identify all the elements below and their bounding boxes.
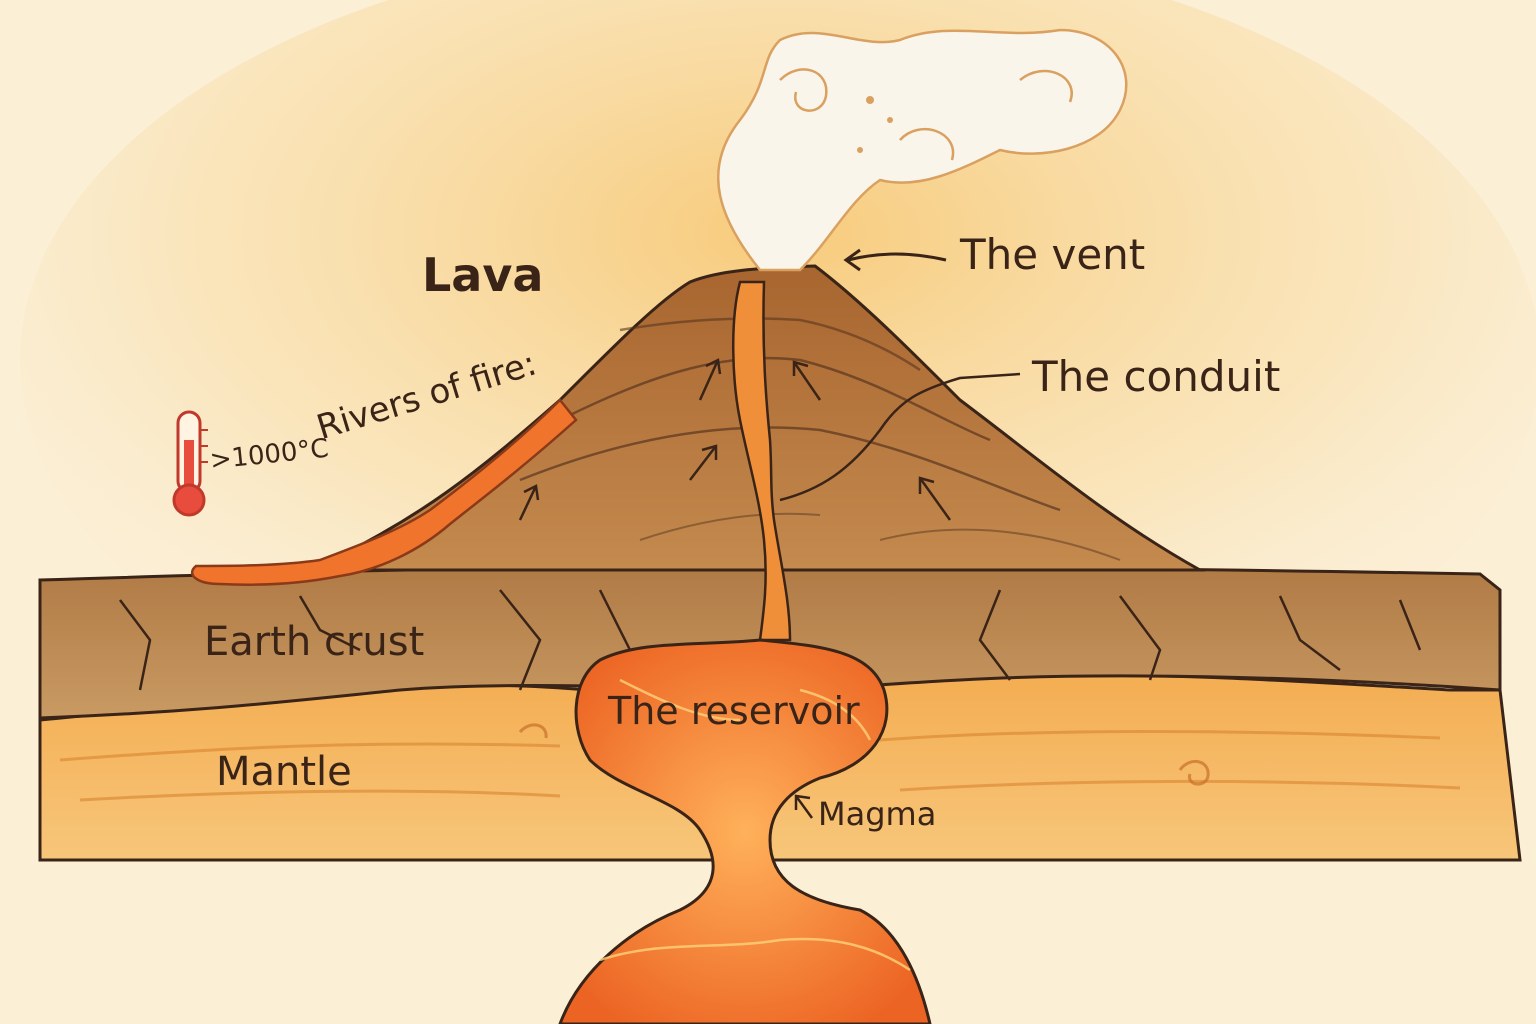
label-lava: Lava — [422, 248, 544, 302]
lava-flow — [190, 398, 578, 586]
magma-conduit — [732, 280, 1021, 642]
label-conduit: The conduit — [1032, 352, 1281, 401]
magma-arrow — [794, 794, 814, 819]
label-mantle: Mantle — [216, 749, 352, 795]
label-magma: Magma — [818, 795, 937, 833]
label-reservoir: The reservoir — [608, 689, 860, 733]
magma-reservoir — [558, 638, 932, 1024]
label-earth-crust: Earth crust — [204, 619, 425, 665]
label-vent: The vent — [960, 230, 1146, 279]
smoke-plume — [717, 28, 1128, 272]
thermometer-icon — [172, 410, 208, 517]
vent-arrow — [843, 248, 947, 272]
